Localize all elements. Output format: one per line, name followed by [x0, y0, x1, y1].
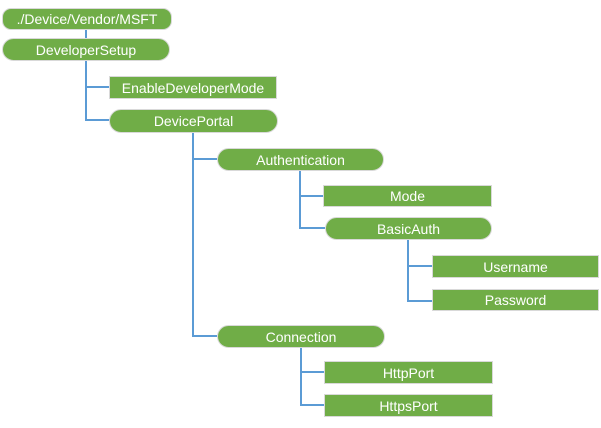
connector-branch-connection [192, 335, 217, 337]
connector-deviceportal-trunk [192, 133, 194, 337]
tree-node-basic-auth: BasicAuth [325, 217, 492, 240]
tree-node-authentication: Authentication [217, 148, 384, 171]
tree-node-username: Username [432, 255, 599, 278]
connector-branch-mode [299, 195, 323, 197]
connector-branch-username [407, 265, 432, 267]
connector-authentication-trunk [299, 171, 301, 229]
connector-branch-httpsport [300, 404, 324, 406]
tree-node-mode: Mode [323, 185, 492, 207]
connector-branch-httpport [300, 371, 324, 373]
connector-branch-enabledevelopermode [85, 86, 109, 88]
connector-branch-authentication [192, 158, 217, 160]
tree-node-connection: Connection [217, 325, 385, 348]
tree-node-http-port: HttpPort [324, 361, 493, 384]
tree-node-enable-developer-mode: EnableDeveloperMode [109, 76, 277, 99]
connector-branch-deviceportal [85, 119, 110, 121]
tree-node-root: ./Device/Vendor/MSFT [2, 8, 172, 30]
connector-branch-password [407, 300, 432, 302]
tree-node-password: Password [432, 289, 599, 311]
connector-developersetup-trunk [85, 61, 87, 121]
connector-branch-basicauth [299, 227, 325, 229]
connector-root-developersetup [85, 30, 87, 38]
tree-node-device-portal: DevicePortal [109, 109, 278, 133]
connector-connection-trunk [300, 348, 302, 406]
tree-node-developer-setup: DeveloperSetup [2, 38, 170, 61]
connector-basicauth-trunk [407, 240, 409, 302]
tree-node-https-port: HttpsPort [324, 394, 493, 417]
